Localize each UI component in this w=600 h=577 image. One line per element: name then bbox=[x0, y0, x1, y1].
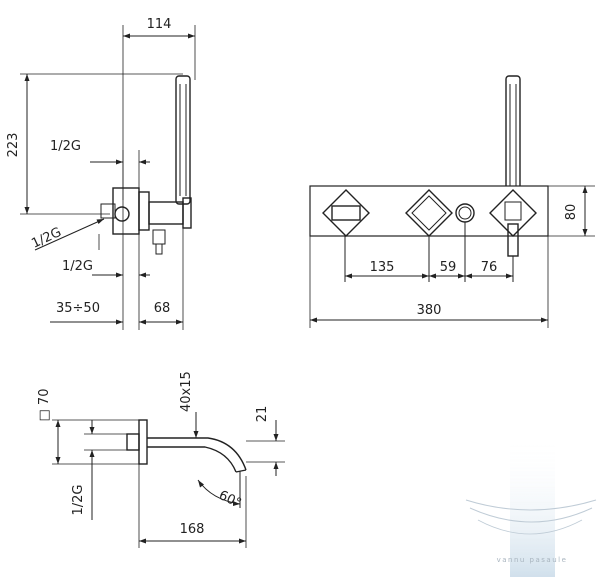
front-view: 80 135 59 76 380 bbox=[309, 75, 595, 328]
watermark-text: vannu pasaule bbox=[497, 556, 568, 564]
spout-bottom bbox=[147, 446, 237, 473]
dim-projection: 168 bbox=[180, 522, 205, 537]
label-thread-diag: 1/2G bbox=[29, 225, 63, 252]
inlet-connector bbox=[114, 206, 130, 222]
watermark-bar bbox=[510, 440, 555, 577]
hand-shower bbox=[175, 75, 191, 205]
spout-connector bbox=[126, 433, 140, 451]
leader-diag bbox=[34, 218, 105, 251]
shower-holder-front bbox=[489, 189, 537, 282]
spout-view: □ 70 40x15 21 1/2G 60° bbox=[37, 371, 285, 548]
dim-spacing-1: 135 bbox=[370, 260, 395, 275]
dim-outlet-section: 40x15 bbox=[179, 371, 194, 412]
label-thread-top: 1/2G bbox=[50, 139, 81, 154]
spout-top bbox=[147, 437, 247, 471]
front-hand-shower bbox=[505, 75, 521, 205]
control-housing bbox=[148, 201, 184, 225]
side-view: 114 223 1/2G 1/2G bbox=[6, 17, 196, 330]
lower-outlet bbox=[152, 229, 166, 245]
diverter-control bbox=[322, 189, 370, 282]
watermark-logo: vannu pasaule bbox=[465, 440, 597, 577]
wall-plate bbox=[138, 191, 150, 231]
dim-outlet-height: 21 bbox=[255, 406, 270, 423]
dim-total-width: 380 bbox=[417, 303, 442, 318]
dim-angle: 60° bbox=[216, 488, 243, 511]
faucet-panel bbox=[309, 185, 549, 237]
shower-holder bbox=[182, 197, 192, 229]
dim-height-right: 80 bbox=[564, 204, 579, 221]
dim-spacing-3: 76 bbox=[481, 260, 498, 275]
dim-depth-range: 35÷50 bbox=[56, 301, 100, 316]
spout-plate bbox=[138, 419, 148, 465]
label-thread-bottom: 1/2G bbox=[62, 259, 93, 274]
mixer-control bbox=[405, 189, 453, 282]
round-button bbox=[455, 203, 475, 282]
dim-spacing-2: 59 bbox=[440, 260, 457, 275]
dim-plate-size: □ 70 bbox=[37, 389, 52, 422]
label-thread-spout: 1/2G bbox=[71, 485, 86, 516]
dim-height-left: 223 bbox=[6, 133, 21, 158]
dim-depth-fixed: 68 bbox=[154, 301, 171, 316]
dim-width-top: 114 bbox=[147, 17, 172, 32]
valve-body bbox=[112, 187, 140, 235]
